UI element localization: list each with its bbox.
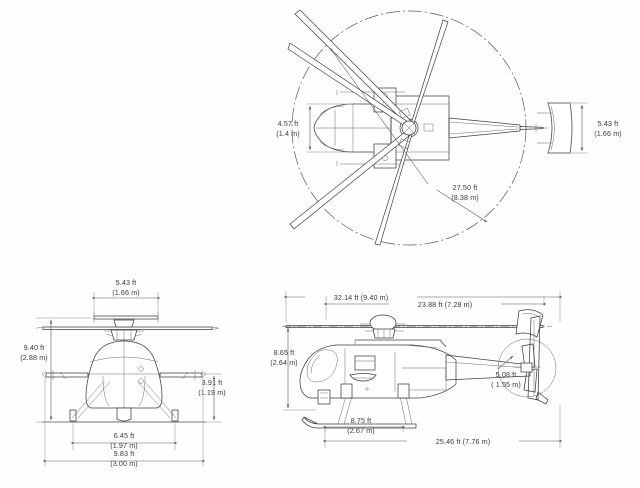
side-main-rotor-blade (285, 325, 544, 328)
dim-front-overall-height-label-line2: (2.88 m) (20, 353, 48, 362)
tail-rotor-disc-circle (497, 338, 557, 398)
front-view-fuselage (85, 340, 163, 422)
dim-front-stabilizer-span: 5.43 ft (1.66 m) (92, 278, 160, 314)
dim-front-skid-to-hub-height: 3.91 ft (1.19 m) (180, 373, 226, 423)
dim-front-overall-height-label-line1: 9.40 ft (24, 343, 45, 352)
dim-front-skid-to-hub-height-label-line1: 3.91 ft (202, 378, 223, 387)
dim-front-stabilizer-span-label-line2: (1.66 m) (112, 288, 140, 297)
dim-side-fuselage-to-tailrotor-length: 23.88 ft (7.28 m) (324, 296, 546, 320)
dim-side-tail-rotor-diameter: 5.08 ft ( 1.55 m) (491, 355, 521, 389)
dim-side-overall-height-label-line2: (2.64 m) (270, 358, 298, 367)
dim-side-overall-length-label: 32.14 ft (9.40 m) (334, 293, 388, 302)
dim-cabin-width: 4.57 ft (1.4 m) (276, 103, 352, 153)
dim-side-overall-length: 32.14 ft (9.40 m) (284, 291, 562, 322)
dim-front-skid-track-label-line1: 6.45 ft (114, 431, 135, 440)
dim-front-skid-to-hub-height-label-line2: (1.19 m) (198, 388, 226, 397)
dim-side-overall-height: 8.65 ft (2.64 m) (270, 325, 316, 411)
main-rotor-blades (287, 9, 449, 246)
dim-front-overall-height: 9.40 ft (2.88 m) (20, 317, 92, 423)
dim-side-fuselage-overall-length-label: 25.46 ft (7.76 m) (436, 437, 490, 446)
dim-main-rotor-diameter: 27.50 ft (8.38 m) (329, 47, 488, 223)
dim-front-overall-width-label-line2: (3.00 m) (110, 459, 138, 468)
front-stub-supports (41, 370, 207, 380)
top-plan-view: 4.57 ft (1.4 m) 5.43 ft (1.66 m) 27.50 f… (276, 9, 622, 246)
dim-front-skid-track-label-line2: (1.97 m) (110, 441, 138, 450)
main-rotor-disc-circle (291, 10, 527, 246)
dim-front-skid-track: 6.45 ft (1.97 m) (71, 423, 177, 450)
dim-front-overall-width: 9.83 ft (3.00 m) (43, 378, 205, 468)
dim-horizontal-stabilizer-span: 5.43 ft (1.66 m) (570, 102, 622, 154)
front-rotor-head (104, 319, 144, 341)
side-rotor-head (360, 314, 406, 339)
side-view-fuselage (299, 339, 457, 399)
dim-horizontal-stabilizer-span-label-line2: (1.66 m) (594, 129, 622, 138)
dim-front-overall-width-label-line1: 9.83 ft (114, 449, 135, 458)
dim-cabin-width-label-line1: 4.57 ft (278, 119, 299, 128)
front-elevation-view: 5.43 ft (1.66 m) 9.40 ft (2.88 m) 3.91 f… (20, 278, 226, 468)
dim-side-skid-length-label-line1: 8.75 ft (351, 416, 372, 425)
dim-side-skid-length-label-line2: (2.67 m) (347, 426, 375, 435)
dim-horizontal-stabilizer-span-label-line1: 5.43 ft (598, 119, 619, 128)
dim-side-fuselage-overall-length: 25.46 ft (7.76 m) (323, 405, 562, 448)
dim-side-fuselage-to-tailrotor-length-label: 23.88 ft (7.28 m) (418, 300, 472, 309)
dim-front-stabilizer-span-label-line1: 5.43 ft (116, 278, 137, 287)
dim-side-overall-height-label-line1: 8.65 ft (274, 348, 295, 357)
dim-side-tail-rotor-diameter-label-line2: ( 1.55 m) (491, 380, 521, 389)
side-elevation-view: 32.14 ft (9.40 m) 23.88 ft (7.28 m) 8.65… (270, 291, 562, 448)
side-view-tail-rotor (497, 309, 557, 405)
dim-main-rotor-diameter-label-line1: 27.50 ft (453, 183, 478, 192)
side-view-landing-gear (301, 383, 417, 429)
dim-main-rotor-diameter-label-line2: (8.38 m) (451, 193, 479, 202)
dim-cabin-width-label-line2: (1.4 m) (276, 129, 299, 138)
dim-side-tail-rotor-diameter-label-line1: 5.08 ft (496, 370, 517, 379)
